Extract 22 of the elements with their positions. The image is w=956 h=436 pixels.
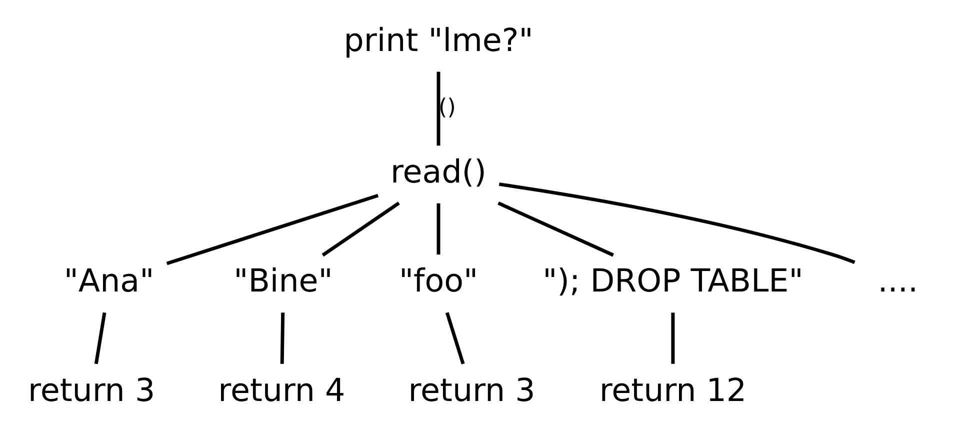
node-text: print "lme?" [343, 22, 533, 59]
node-text: read() [390, 154, 486, 190]
connector [321, 202, 400, 257]
node-text: .... [877, 264, 918, 300]
connector [444, 312, 464, 364]
node-text: return 3 [28, 372, 155, 409]
node-text: "foo" [398, 264, 478, 300]
node-text: return 4 [218, 372, 345, 409]
node-text: "Ana" [63, 264, 154, 300]
connector [166, 194, 378, 266]
node-text: return 12 [598, 372, 746, 409]
node-text: return 3 [408, 372, 535, 409]
connector [670, 312, 674, 364]
node-text: "Bine" [233, 264, 332, 300]
connector [94, 312, 106, 364]
edge-label: () [438, 94, 456, 121]
connector [497, 202, 614, 257]
connector [280, 312, 284, 364]
node-text: "); DROP TABLE" [542, 264, 803, 300]
connector [436, 72, 440, 146]
connector [436, 203, 440, 255]
connector [498, 182, 855, 264]
